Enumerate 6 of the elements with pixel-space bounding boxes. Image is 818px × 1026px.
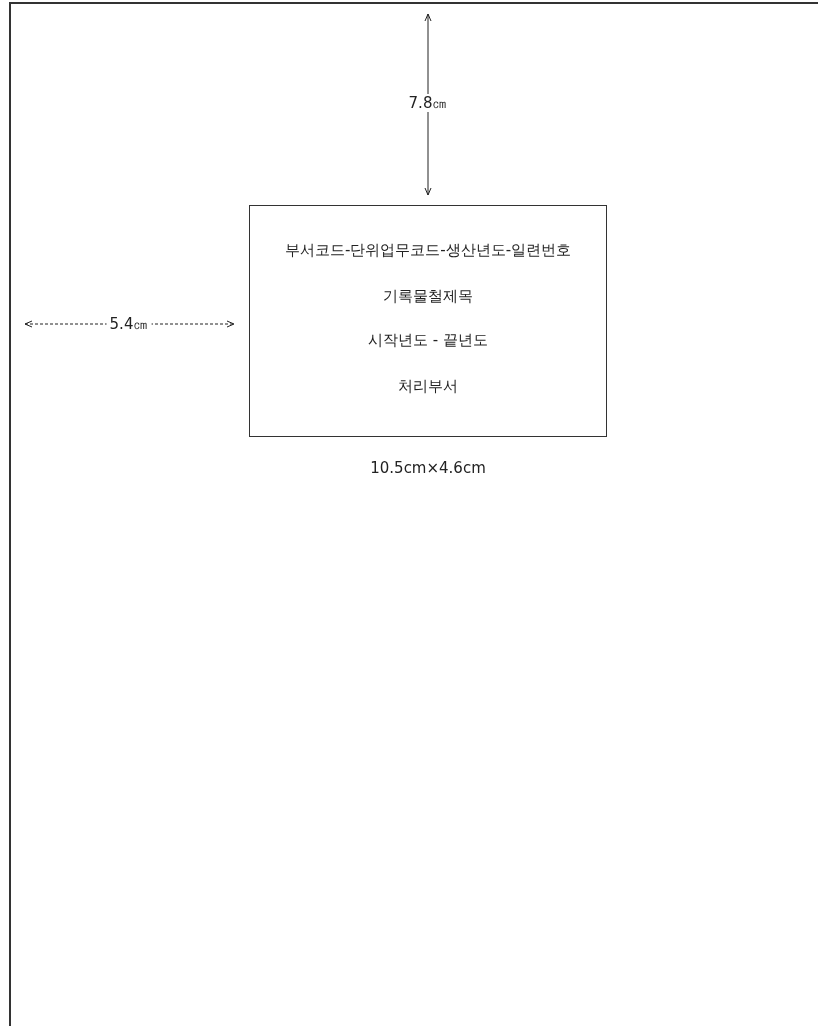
label-text: 기록물철제목	[382, 287, 474, 306]
label-box	[249, 205, 607, 437]
dimension-label: 5.4㎝	[106, 315, 152, 333]
code-text: 부서코드-단위업무코드-생산년도-일련번호	[283, 241, 573, 260]
label-text: 시작년도 - 끝년도	[367, 331, 489, 350]
label-text: 처리부서	[397, 377, 459, 396]
